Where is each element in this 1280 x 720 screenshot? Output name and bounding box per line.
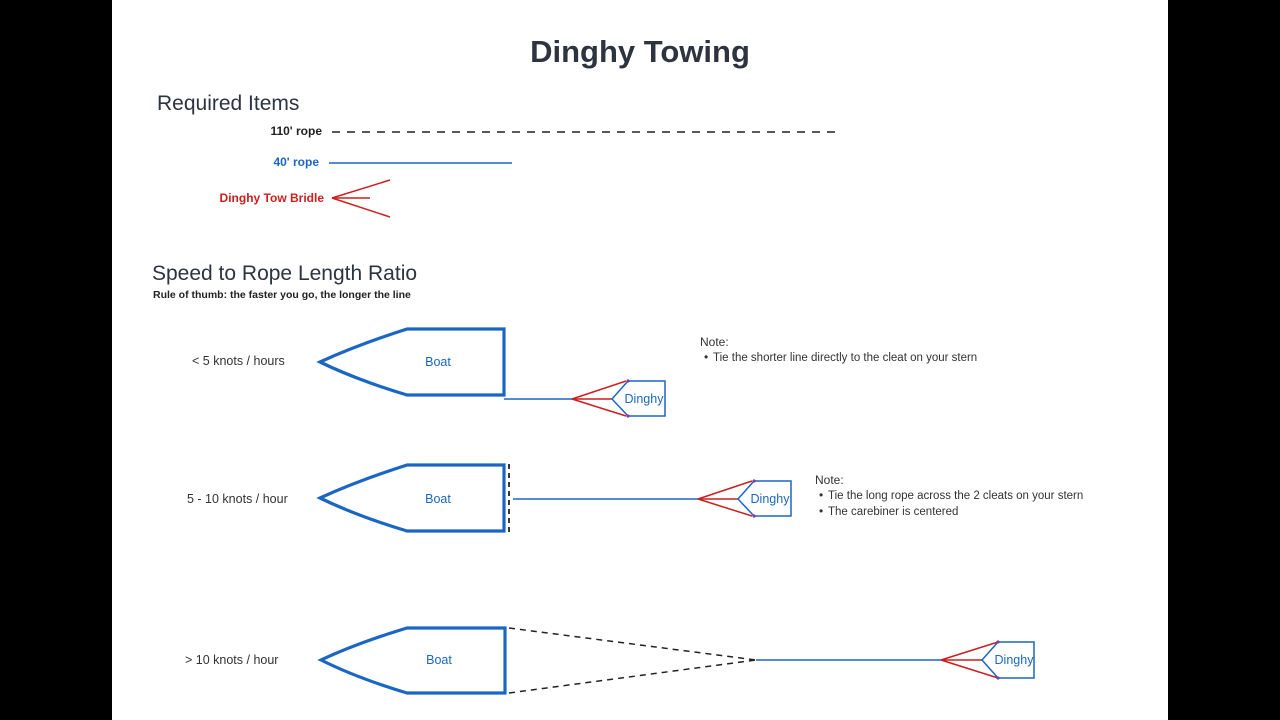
note-item: Tie the long rope across the 2 cleats on… [828, 490, 1083, 502]
boat-label: Boat [426, 653, 452, 667]
dinghy-label: Dinghy [625, 392, 665, 406]
bridle-icon [940, 641, 999, 679]
note-bullet: • [704, 350, 708, 364]
row-fast: > 10 knots / hour Boat Dinghy [185, 626, 1035, 695]
note-item: Tie the shorter line directly to the cle… [713, 352, 977, 364]
row-slow: < 5 knots / hours Boat Dinghy Note: • Ti… [192, 327, 977, 418]
dinghy-label: Dinghy [995, 653, 1035, 667]
dinghy-shape [736, 480, 792, 517]
note-item: The carebiner is centered [828, 506, 958, 518]
dinghy-label: Dinghy [751, 492, 791, 506]
note-title: Note: [700, 335, 729, 349]
note-bullet: • [819, 488, 823, 502]
bridle-icon [571, 380, 627, 417]
required-items-heading: Required Items [157, 92, 299, 115]
ratio-subtitle: Rule of thumb: the faster you go, the lo… [153, 289, 411, 301]
boat-shape [316, 327, 506, 397]
speed-label: 5 - 10 knots / hour [187, 492, 288, 506]
slide: Dinghy Towing Required Items 110' rope 4… [112, 0, 1168, 720]
note-bullet: • [819, 504, 823, 518]
rope-40-label: 40' rope [273, 155, 319, 169]
bridle-icon [331, 179, 391, 218]
page-title: Dinghy Towing [530, 34, 750, 69]
boat-label: Boat [425, 492, 451, 506]
row-medium: 5 - 10 knots / hour Boat Dinghy Note: • … [187, 463, 1083, 534]
dinghy-towing-diagram: Dinghy Towing Required Items 110' rope 4… [152, 34, 1083, 695]
rope-110-label: 110' rope [270, 124, 322, 138]
boat-shape [317, 626, 507, 695]
boat-shape [316, 463, 506, 533]
note-title: Note: [815, 473, 844, 487]
speed-label: < 5 knots / hours [192, 354, 285, 368]
boat-label: Boat [425, 355, 451, 369]
v-rope [508, 627, 757, 694]
ratio-heading: Speed to Rope Length Ratio [152, 262, 417, 285]
speed-label: > 10 knots / hour [185, 653, 278, 667]
bridle-label: Dinghy Tow Bridle [220, 191, 325, 205]
bridle-icon [697, 480, 753, 517]
dinghy-shape [980, 641, 1035, 679]
dinghy-shape [610, 380, 666, 417]
